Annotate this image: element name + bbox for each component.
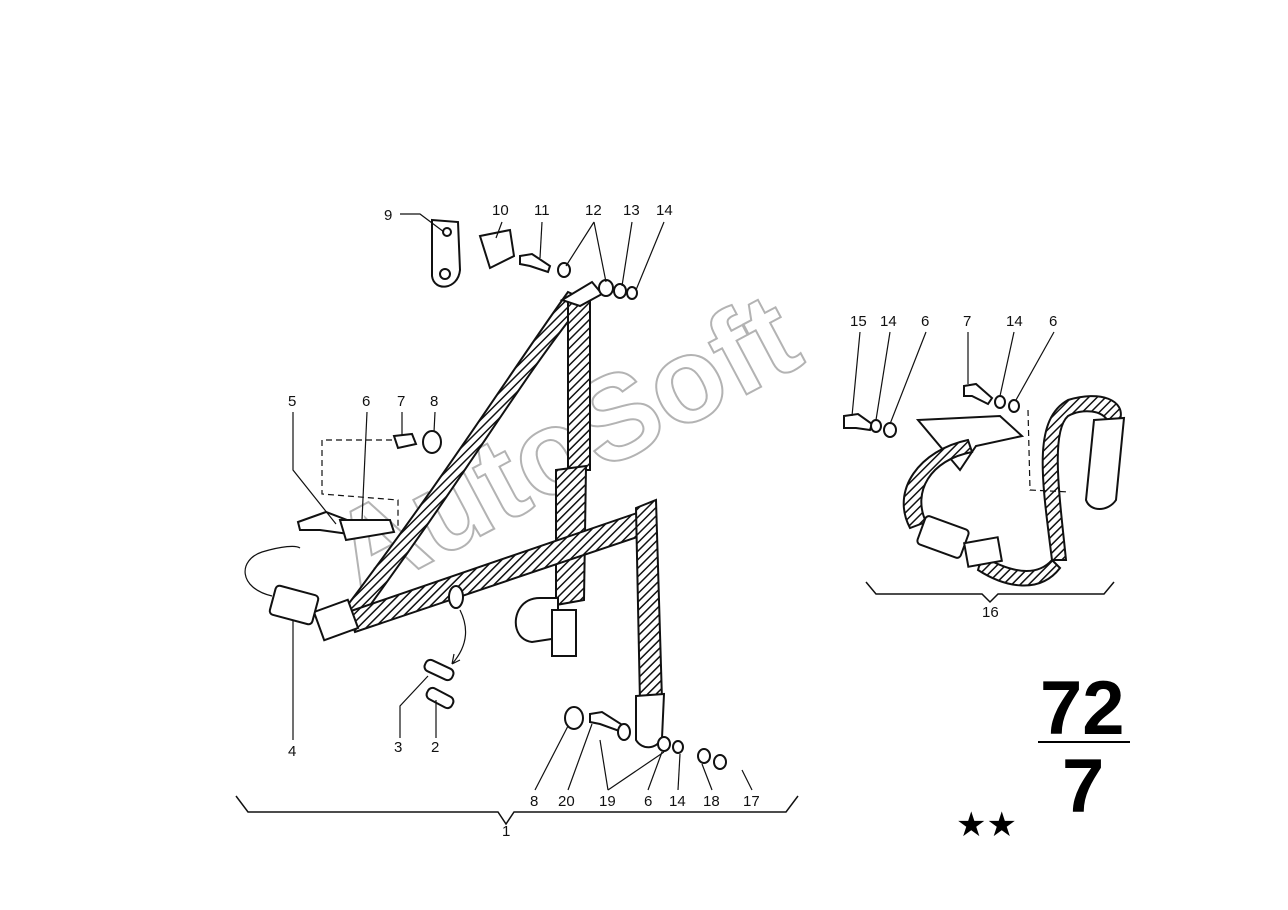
callout-15: 15: [850, 313, 867, 330]
callout-17: 17: [743, 793, 760, 810]
group-label-main: 1: [502, 823, 510, 840]
washer-6-sec-a: [883, 422, 897, 438]
callout-7a: 7: [397, 393, 405, 410]
callout-6a: 6: [362, 393, 370, 410]
secondary-belt-assembly: [843, 382, 1126, 587]
retractor-bracket: [551, 609, 577, 657]
callout-14c: 14: [880, 313, 897, 330]
buckle-cable: [244, 545, 301, 597]
buckle: [268, 584, 320, 626]
callout-2: 2: [431, 739, 439, 756]
washer-13: [613, 283, 627, 299]
washer-18: [697, 748, 711, 764]
callout-13: 13: [623, 202, 640, 219]
callout-19: 19: [599, 793, 616, 810]
guide-arrow: [451, 609, 467, 665]
secondary-dashed: [1027, 409, 1071, 493]
callout-8b: 8: [530, 793, 538, 810]
page-number-block: 72 7 ★★: [956, 666, 1130, 845]
part-8-cap-upper: [422, 430, 442, 454]
callout-5: 5: [288, 393, 296, 410]
part-9-hole: [442, 227, 452, 237]
callout-6c: 6: [921, 313, 929, 330]
floor-strap: [634, 498, 664, 704]
part-7-bolt-upper: [392, 432, 418, 450]
strap-guide: [448, 585, 464, 609]
callout-9: 9: [384, 207, 392, 224]
callout-labels: 9 10 11 12 13 14 5 6 7 8 4 3 2 8 20 19 6…: [288, 202, 1057, 840]
callout-6b: 6: [644, 793, 652, 810]
part-15-bolt: [843, 412, 874, 432]
part-9-bracket: [431, 218, 462, 288]
secondary-buckle: [916, 515, 970, 559]
callout-8a: 8: [430, 393, 438, 410]
secondary-leaders: [851, 331, 1055, 425]
callout-20: 20: [558, 793, 575, 810]
upper-vertical-strap: [567, 297, 591, 471]
washer-6-lower: [657, 736, 671, 752]
washer-14: [626, 286, 638, 300]
washer-6-sec-b: [1008, 399, 1020, 413]
callout-14b: 14: [669, 793, 686, 810]
main-leaders: [292, 213, 753, 791]
washer-14-sec-a: [870, 419, 882, 433]
washer-14-sec-b: [994, 395, 1006, 409]
callout-18: 18: [703, 793, 720, 810]
part-10-cover: [478, 228, 516, 270]
callout-3: 3: [394, 739, 402, 756]
group-label-secondary: 16: [982, 604, 999, 621]
star-marks: ★★: [956, 805, 1017, 845]
washer-14-lower: [672, 740, 684, 754]
part-19-spacer: [617, 723, 631, 741]
secondary-retractor: [1084, 416, 1126, 510]
washer-12b: [598, 279, 614, 297]
page-number-top: 72: [1040, 666, 1125, 751]
buckle-tongue: [312, 598, 360, 642]
callout-11: 11: [534, 202, 550, 219]
page-number-bottom: 7: [1062, 744, 1104, 829]
part-2-clip: [425, 686, 455, 710]
washer-17: [713, 754, 727, 770]
callout-4: 4: [288, 743, 296, 760]
part-7-bolt-sec: [963, 382, 994, 406]
secondary-strap-lower: [976, 554, 1062, 587]
callout-14d: 14: [1006, 313, 1023, 330]
callout-12: 12: [585, 202, 602, 219]
assembly-dashed-box: [321, 439, 399, 526]
part-11-bolt: [519, 252, 552, 274]
washer-12: [557, 262, 571, 278]
main-belt-assembly: [244, 218, 727, 770]
secondary-tongue: [963, 536, 1003, 568]
part-3-clip: [423, 658, 455, 682]
buckle-mount-plate: [338, 519, 396, 542]
part-9-hole-lower: [439, 268, 451, 280]
secondary-assembly-brace: [865, 581, 1115, 604]
callout-10: 10: [492, 202, 509, 219]
secondary-strap-left: [902, 438, 974, 530]
part-8-cap-lower: [564, 706, 584, 730]
callout-6d: 6: [1049, 313, 1057, 330]
callout-7b: 7: [963, 313, 971, 330]
callout-14a: 14: [656, 202, 673, 219]
main-assembly-brace: [235, 795, 799, 826]
